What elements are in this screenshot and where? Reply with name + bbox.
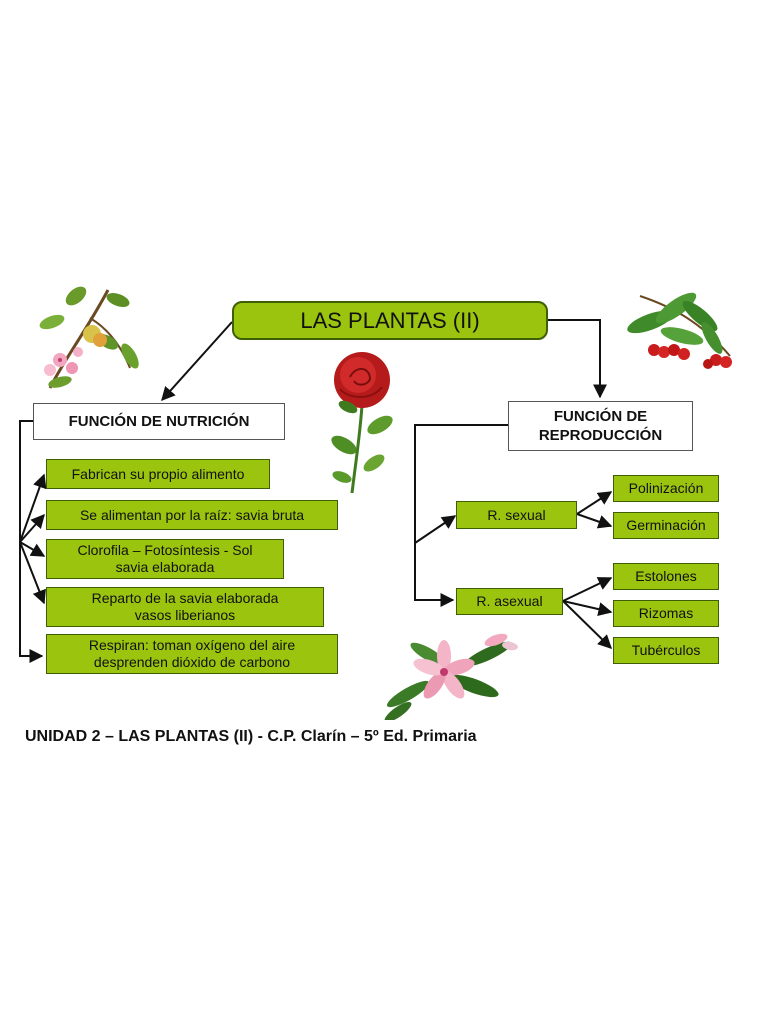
- reproduction-heading-line2: REPRODUCCIÓN: [538, 427, 663, 444]
- nutrition-arrow-1: [19, 473, 47, 543]
- main-title: LAS PLANTAS (II): [300, 307, 480, 333]
- nutrition-heading: FUNCIÓN DE NUTRICIÓN: [68, 413, 250, 430]
- nutrition-item: Fabrican su propio alimento: [46, 459, 270, 489]
- nutrition-item-text-line2: savia elaborada: [115, 559, 215, 575]
- sexual-reproduction-label: R. sexual: [487, 506, 546, 523]
- nutrition-item: Respiran: toman oxígeno del aire despren…: [46, 634, 338, 674]
- nutrition-arrow-3: [19, 541, 46, 557]
- polinizacion-box: Polinización: [613, 475, 719, 502]
- arrow-to-sexual: [414, 515, 457, 544]
- nutrition-arrow-4: [19, 541, 46, 605]
- reproduction-bracket: [414, 424, 508, 607]
- nutrition-item-text-line2: vasos liberianos: [134, 607, 236, 623]
- nutrition-arrow-2: [19, 513, 45, 543]
- germinacion-label: Germinación: [626, 517, 706, 533]
- arrow-to-tuberculos: [562, 600, 613, 649]
- arrow-title-to-reproduction: [548, 319, 607, 399]
- footer-caption: UNIDAD 2 – LAS PLANTAS (II) - C.P. Clarí…: [25, 728, 477, 745]
- nutrition-item: Se alimentan por la raíz: savia bruta: [46, 500, 338, 530]
- reproduction-heading-line1: FUNCIÓN DE: [553, 408, 648, 425]
- polinizacion-label: Polinización: [628, 480, 704, 496]
- apple-blossom-branch-illustration: [39, 286, 139, 389]
- pink-lily-bouquet-illustration: [384, 633, 518, 720]
- nutrition-item: Reparto de la savia elaborada vasos libe…: [46, 587, 324, 627]
- sexual-reproduction-box: R. sexual: [456, 501, 577, 529]
- reproduction-heading-box: FUNCIÓN DE REPRODUCCIÓN: [508, 401, 693, 451]
- arrow-to-rizomas: [562, 600, 613, 617]
- tuberculos-box: Tubérculos: [613, 637, 719, 664]
- nutrition-heading-box: FUNCIÓN DE NUTRICIÓN: [33, 403, 285, 440]
- arrow-to-polinizacion: [576, 491, 613, 515]
- nutrition-item-text-line1: Reparto de la savia elaborada: [91, 590, 279, 606]
- main-title-box: LAS PLANTAS (II): [232, 301, 548, 340]
- rowan-berry-branch-illustration: [627, 292, 732, 369]
- rizomas-label: Rizomas: [638, 605, 694, 621]
- nutrition-item-text: Se alimentan por la raíz: savia bruta: [79, 506, 305, 523]
- nutrition-item-text-line1: Respiran: toman oxígeno del aire: [88, 637, 296, 653]
- nutrition-item-text-line1: Clorofila – Fotosíntesis - Sol: [77, 542, 253, 558]
- rizomas-box: Rizomas: [613, 600, 719, 627]
- estolones-box: Estolones: [613, 563, 719, 590]
- nutrition-bracket: [19, 420, 44, 663]
- arrow-title-to-nutrition: [161, 321, 233, 402]
- tuberculos-label: Tubérculos: [631, 642, 701, 658]
- nutrition-item-text: Fabrican su propio alimento: [71, 465, 245, 482]
- red-rose-illustration: [331, 352, 393, 494]
- germinacion-box: Germinación: [613, 512, 719, 539]
- asexual-reproduction-box: R. asexual: [456, 588, 563, 615]
- asexual-reproduction-label: R. asexual: [476, 593, 543, 609]
- estolones-label: Estolones: [635, 568, 697, 584]
- nutrition-item: Clorofila – Fotosíntesis - Sol savia ela…: [46, 539, 284, 579]
- arrow-to-estolones: [562, 577, 613, 602]
- arrow-to-germinacion: [576, 513, 613, 529]
- nutrition-item-text-line2: desprenden dióxido de carbono: [93, 654, 291, 670]
